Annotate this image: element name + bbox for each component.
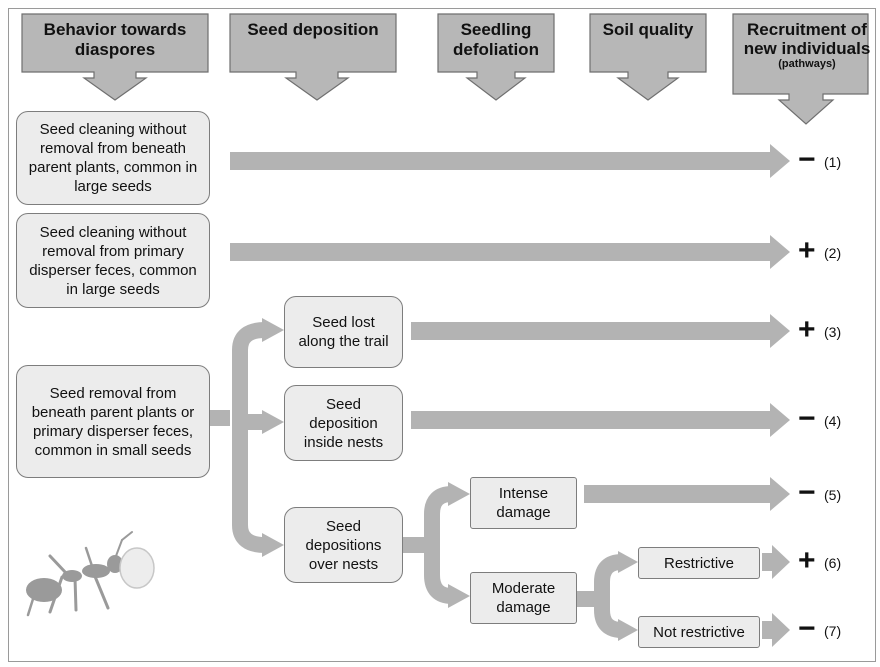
arrow-pathway-3 <box>411 314 790 348</box>
outcome-sign-7: − <box>798 612 816 645</box>
header-arrow-deposition <box>229 13 397 101</box>
outcome-label-4: (4) <box>824 413 842 429</box>
arrow-pathway-6 <box>762 545 790 579</box>
ant-illustration <box>26 531 133 617</box>
header-behavior: Behavior towards diaspores <box>43 20 187 59</box>
outcome-label-7: (7) <box>824 623 842 639</box>
outcome-sign-5: − <box>798 476 816 509</box>
connector-branch-4 <box>594 554 623 638</box>
deposition-box-over: Seed depositions over nests <box>284 507 403 583</box>
header-deposition: Seed deposition <box>247 20 379 39</box>
defoliation-box-moderate: Moderate damage <box>470 572 577 624</box>
arrow-pathway-4 <box>411 403 790 437</box>
arrowhead-over <box>262 533 284 557</box>
arrowhead-inside <box>262 410 284 434</box>
arrow-pathway-5 <box>584 477 790 511</box>
arrowhead-notrestrictive <box>618 619 638 641</box>
connector-branch-3 <box>424 486 453 604</box>
outcome-label-1: (1) <box>824 154 842 170</box>
header-arrow-soil <box>589 13 707 101</box>
behavior-box-cleaning-feces: Seed cleaning without removal from prima… <box>16 213 210 308</box>
deposition-box-inside: Seed deposition inside nests <box>284 385 403 461</box>
deposition-box-trail: Seed lost along the trail <box>284 296 403 368</box>
header-defoliation: Seedling defoliation <box>453 20 539 59</box>
seed-carried <box>119 547 155 589</box>
connector-branch-1 <box>232 322 266 553</box>
soil-box-restrictive: Restrictive <box>638 547 760 579</box>
behavior-box-cleaning-parent: Seed cleaning without removal from benea… <box>16 111 210 205</box>
header-recruitment: Recruitment of new individuals(pathways) <box>733 20 880 71</box>
arrow-pathway-1 <box>230 144 790 178</box>
outcome-sign-6: + <box>798 544 816 577</box>
arrow-pathway-2 <box>230 235 790 269</box>
soil-box-not-restrictive: Not restrictive <box>638 616 760 648</box>
header-arrow-behavior <box>21 13 209 101</box>
outcome-sign-1: − <box>798 143 816 176</box>
outcome-label-2: (2) <box>824 245 842 261</box>
header-arrow-recruitment <box>732 13 869 125</box>
figure-frame <box>8 8 876 662</box>
header-soil: Soil quality <box>602 20 694 39</box>
outcome-label-6: (6) <box>824 555 842 571</box>
arrowhead-restrictive <box>618 551 638 573</box>
outcome-label-5: (5) <box>824 487 842 503</box>
defoliation-box-intense: Intense damage <box>470 477 577 529</box>
arrowhead-trail <box>262 318 284 342</box>
outcome-sign-4: − <box>798 402 816 435</box>
arrowhead-intense <box>448 482 470 506</box>
arrowhead-moderate <box>448 584 470 608</box>
outcome-sign-2: + <box>798 234 816 267</box>
arrow-pathway-7 <box>762 613 790 647</box>
header-arrow-defoliation <box>437 13 555 101</box>
behavior-box-removal: Seed removal from beneath parent plants … <box>16 365 210 478</box>
outcome-sign-3: + <box>798 313 816 346</box>
header-recruitment-sub: (pathways) <box>778 58 836 70</box>
outcome-label-3: (3) <box>824 324 842 340</box>
